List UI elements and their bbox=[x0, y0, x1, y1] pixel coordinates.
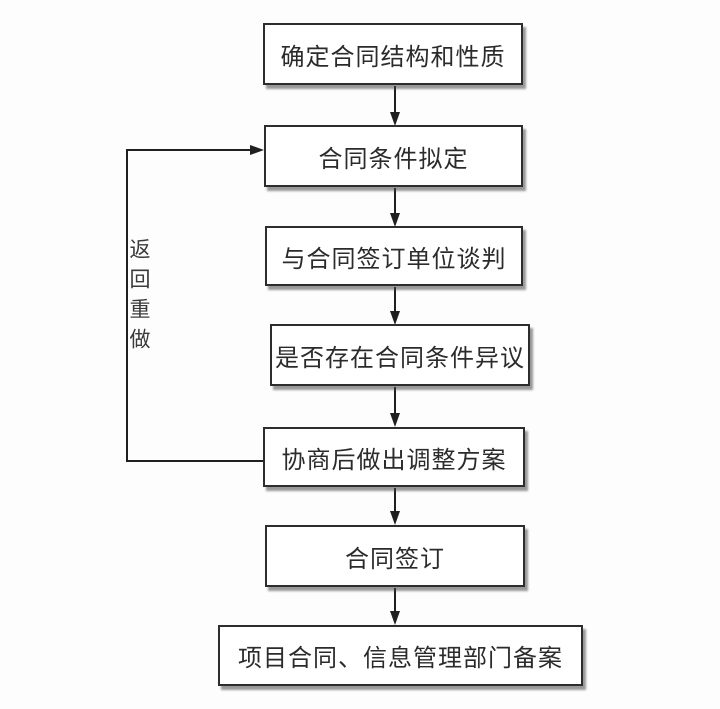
flow-node-adjustment-plan-after-negotiation: 协商后做出调整方案 bbox=[263, 427, 525, 487]
arrow-n3-n4 bbox=[390, 287, 400, 325]
arrow-n6-n7 bbox=[390, 588, 400, 625]
flow-node-contract-signing: 合同签订 bbox=[265, 525, 525, 587]
arrow-n5-n6 bbox=[390, 488, 400, 525]
arrow-n1-n2 bbox=[390, 86, 400, 126]
loop-return-redo-label: 返回重做 bbox=[127, 238, 151, 358]
flow-node-draft-contract-terms: 合同条件拟定 bbox=[264, 125, 523, 187]
flow-node-check-term-objections: 是否存在合同条件异议 bbox=[270, 324, 530, 386]
arrow-n4-n5 bbox=[390, 387, 400, 427]
flow-node-filing-with-management-departments: 项目合同、信息管理部门备案 bbox=[218, 625, 583, 686]
flow-node-negotiate-with-signing-unit: 与合同签订单位谈判 bbox=[265, 226, 523, 286]
loop-arrow-n5-n2 bbox=[126, 145, 264, 462]
arrow-n2-n3 bbox=[390, 188, 400, 227]
flow-node-determine-contract-structure: 确定合同结构和性质 bbox=[263, 23, 523, 85]
